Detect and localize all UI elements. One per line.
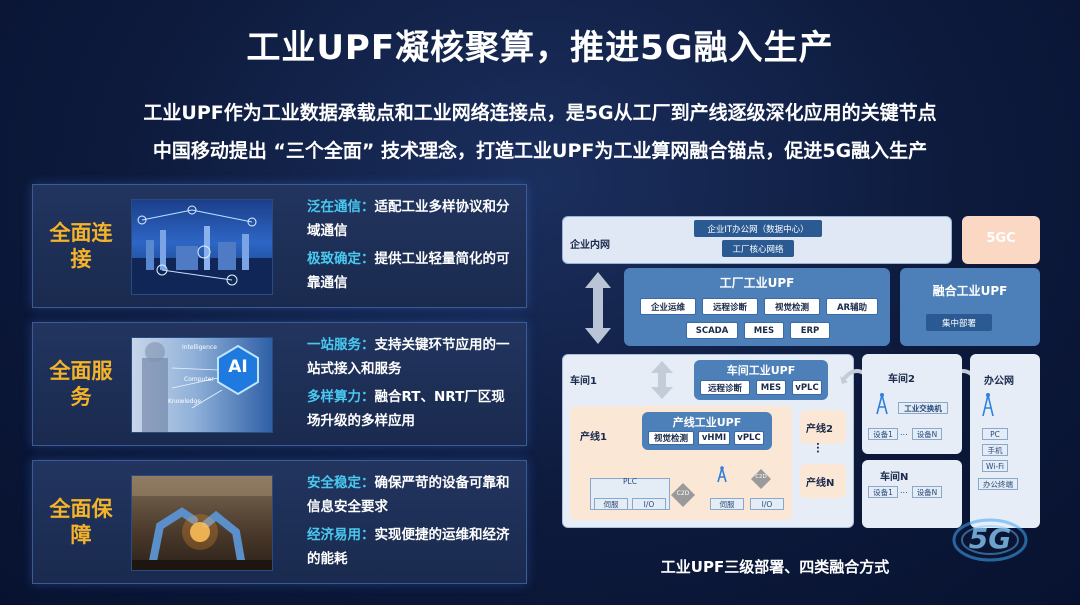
ai-image: AI Intelligence Computer Knowledge xyxy=(131,337,273,433)
factory-app: 远程诊断 xyxy=(702,298,758,315)
office-item: 办公终端 xyxy=(978,478,1018,490)
antenna-icon xyxy=(717,466,727,483)
image-label: Intelligence xyxy=(182,344,217,351)
card-heading: 全面保障 xyxy=(49,497,113,547)
it-office-pill: 企业IT办公网（数据中心） xyxy=(694,220,822,237)
factory-app: 视觉检测 xyxy=(764,298,820,315)
diagram-caption: 工业UPF三级部署、四类融合方式 xyxy=(660,558,890,576)
workshop-upf-title: 车间工业UPF xyxy=(726,364,796,377)
io-label: I/O xyxy=(750,498,784,510)
lineN-label: 产线N xyxy=(806,478,835,489)
line-app: vPLC xyxy=(734,431,764,445)
io-label: I/O xyxy=(632,498,666,510)
workshopN-label: 车间N xyxy=(880,472,909,483)
workshop1-label: 车间1 xyxy=(570,376,597,387)
factory-upf-title: 工厂工业UPF xyxy=(719,276,795,290)
factory-app: 企业运维 xyxy=(640,298,696,315)
line2-label: 产线2 xyxy=(806,424,833,435)
card-full-connection: 全面连接 泛在通信：适配工业多样协议和分域通信 极致确定：提供工业轻量简化的可靠… xyxy=(32,184,527,308)
page-title: 工业UPF凝核聚算，推进5G融入生产 xyxy=(246,28,834,68)
c2d-label: C2D xyxy=(676,490,690,497)
factory-app: AR辅助 xyxy=(826,298,878,315)
card-item: 泛在通信：适配工业多样协议和分域通信 xyxy=(307,199,510,239)
servo-label: 伺服 xyxy=(710,498,744,510)
device1-label: 设备1 xyxy=(868,486,898,498)
5g-logo: 5G xyxy=(950,514,1030,564)
office-net-box xyxy=(970,354,1040,528)
card-item: 多样算力：融合RT、NRT厂区现场升级的多样应用 xyxy=(307,389,505,429)
factory-network-image xyxy=(131,199,273,295)
ellipsis: ... xyxy=(900,428,908,437)
factory-app: SCADA xyxy=(686,322,738,339)
office-item: Wi-Fi xyxy=(982,460,1008,472)
image-label: Computer xyxy=(184,376,214,383)
core-net-pill: 工厂核心网络 xyxy=(722,240,794,257)
line2-box xyxy=(800,410,846,444)
workshop-app: vPLC xyxy=(792,380,822,395)
device1-label: 设备1 xyxy=(868,428,898,440)
plc-label: PLC xyxy=(623,477,637,486)
card-heading: 全面连接 xyxy=(49,221,113,271)
card-full-service: 全面服务 AI Intelligence Computer Knowledge … xyxy=(32,322,527,446)
central-deploy-pill: 集中部署 xyxy=(926,314,992,331)
antenna-icon xyxy=(982,393,994,417)
lineN-box xyxy=(800,464,846,498)
image-label: Knowledge xyxy=(168,398,201,405)
double-arrow-icon xyxy=(651,361,673,399)
servo-label: 伺服 xyxy=(594,498,628,510)
workshop-app: MES xyxy=(756,380,786,395)
card-item: 经济易用：实现便捷的运维和经济的能耗 xyxy=(307,527,510,567)
card-full-guarantee: 全面保障 安全稳定：确保严苛的设备可靠和信息安全要求 经济易用：实现便捷的运维和… xyxy=(32,460,527,584)
factory-app: MES xyxy=(744,322,784,339)
card-item: 极致确定：提供工业轻量简化的可靠通信 xyxy=(307,251,510,291)
ellipsis: ... xyxy=(814,442,825,454)
line-app: 视觉检测 xyxy=(648,431,694,445)
5g-logo-icon xyxy=(952,518,1028,562)
card-item: 一站服务：支持关键环节应用的一站式接入和服务 xyxy=(307,337,510,377)
office-net-label: 办公网 xyxy=(984,376,1014,387)
factory-app: ERP xyxy=(790,322,830,339)
c2d-label: C2D xyxy=(755,474,767,480)
c2d-diamond-icon xyxy=(671,483,695,507)
ellipsis: ... xyxy=(900,486,908,495)
office-item: 手机 xyxy=(982,444,1008,456)
industrial-switch: 工业交换机 xyxy=(898,402,948,414)
subtitle-2: 中国移动提出 “三个全面” 技术理念，打造工业UPF为工业算网融合锚点，促进5G… xyxy=(152,140,928,162)
office-item: PC xyxy=(982,428,1008,440)
deviceN-label: 设备N xyxy=(912,486,942,498)
5g-logo-text: 5G xyxy=(968,522,1012,555)
ai-hex-label: AI xyxy=(228,357,248,377)
line-app: vHMI xyxy=(698,431,730,445)
workshop-app: 远程诊断 xyxy=(700,380,750,395)
fusion-upf-box xyxy=(900,268,1040,346)
workshop2-label: 车间2 xyxy=(888,374,915,385)
line1-label: 产线1 xyxy=(580,432,607,443)
5gc-label: 5GC xyxy=(986,231,1016,246)
antenna-icon xyxy=(876,393,888,415)
c2d-diamond-icon xyxy=(751,469,771,489)
subtitle-1: 工业UPF作为工业数据承载点和工业网络连接点，是5G从工厂到产线逐级深化应用的关… xyxy=(143,102,937,124)
upf-deployment-diagram: 企业内网 企业IT办公网（数据中心） 工厂核心网络 5GC 工厂工业UPF 企业… xyxy=(562,214,1042,539)
card-item: 安全稳定：确保严苛的设备可靠和信息安全要求 xyxy=(307,475,510,515)
enterprise-net-label: 企业内网 xyxy=(570,240,610,251)
deviceN-label: 设备N xyxy=(912,428,942,440)
card-heading: 全面服务 xyxy=(49,359,113,409)
line-upf-title: 产线工业UPF xyxy=(672,416,742,429)
double-arrow-icon xyxy=(585,272,611,344)
robot-arm-image xyxy=(131,475,273,571)
5gc-box xyxy=(962,216,1040,264)
fusion-upf-title: 融合工业UPF xyxy=(932,284,1008,298)
